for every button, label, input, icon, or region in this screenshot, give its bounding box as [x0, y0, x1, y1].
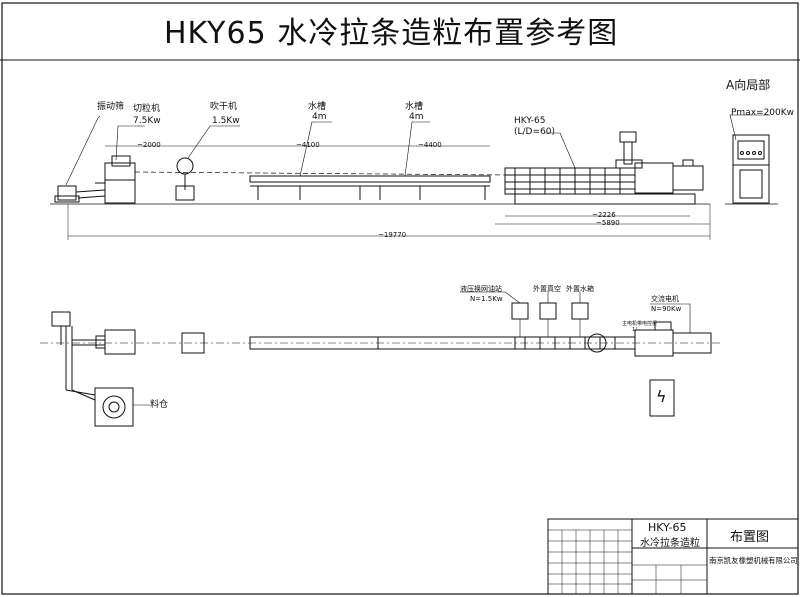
- control-cabinet: [732, 134, 770, 204]
- hopper-label: 料仓: [150, 400, 169, 410]
- motor-power-label: N=90Kw: [651, 305, 682, 313]
- plan-view: [40, 291, 720, 427]
- blower-label: 吹干机: [210, 102, 238, 112]
- dim-4400: ~4400: [418, 141, 442, 149]
- water-tank-elevation: [249, 175, 491, 200]
- title-block: [547, 518, 799, 595]
- blower-power-label: 1.5Kw: [212, 116, 240, 126]
- water-tank-1-label: 水槽: [308, 102, 327, 112]
- elevation-view: [50, 114, 778, 240]
- extruder-elevation: [504, 131, 704, 205]
- extruder-ld-label: (L/D=60): [514, 127, 555, 137]
- blower: [175, 157, 195, 201]
- water-tank-2-label: 水槽: [405, 102, 424, 112]
- dim-19770: ~19770: [378, 231, 407, 239]
- title-block-model: HKY-65: [648, 521, 687, 534]
- extruder-model-label: HKY-65: [514, 116, 546, 126]
- motor-label: 交流电机: [651, 295, 679, 303]
- motor-note-label: 主电机带电控柜: [622, 321, 658, 327]
- water-tank-1-length: 4m: [312, 112, 327, 122]
- dim-4100: ~4100: [296, 141, 320, 149]
- dim-2226: ~2226: [592, 211, 616, 219]
- power-max-label: Pmax=200Kw: [731, 108, 795, 118]
- vibrating-screen: [54, 185, 106, 203]
- water-tank-2-length: 4m: [409, 112, 424, 122]
- vacuum-box: [539, 302, 557, 320]
- motor-note2-label: 1/: [632, 327, 637, 333]
- extruder-plan: [514, 321, 712, 357]
- vibrating-screen-label: 振动筛: [97, 102, 125, 112]
- title-block-product: 水冷拉条造粒: [640, 538, 700, 549]
- hopper-plan: [94, 387, 134, 427]
- vibrating-screen-plan: [51, 311, 71, 327]
- pelletizer-plan: [104, 329, 136, 355]
- dim-5890: ~5890: [596, 219, 620, 227]
- title-block-drawing-name: 布置图: [730, 530, 770, 545]
- pelletizer: [95, 155, 136, 204]
- vacuum-label: 外置真空: [533, 285, 561, 293]
- hydraulic-power-label: N=1.5Kw: [470, 295, 503, 303]
- hydraulic-station-label: 液压换网油站: [460, 285, 502, 293]
- electric-cabinet-plan: [649, 379, 675, 417]
- view-a-label: A向局部: [726, 78, 771, 92]
- hydraulic-station-box: [511, 302, 529, 320]
- dim-2000: ~2000: [137, 141, 161, 149]
- drawing-title: HKY65 水冷拉条造粒布置参考图: [164, 16, 619, 51]
- water-pump-label: 外置水箱: [566, 285, 594, 293]
- pelletizer-power-label: 7.5Kw: [133, 116, 161, 126]
- pelletizer-label: 切粒机: [133, 104, 161, 114]
- electric-symbol-icon: ϟ: [656, 387, 667, 406]
- title-block-company: 南京凯友橡塑机械有限公司: [709, 556, 798, 565]
- water-tank-box: [571, 302, 589, 320]
